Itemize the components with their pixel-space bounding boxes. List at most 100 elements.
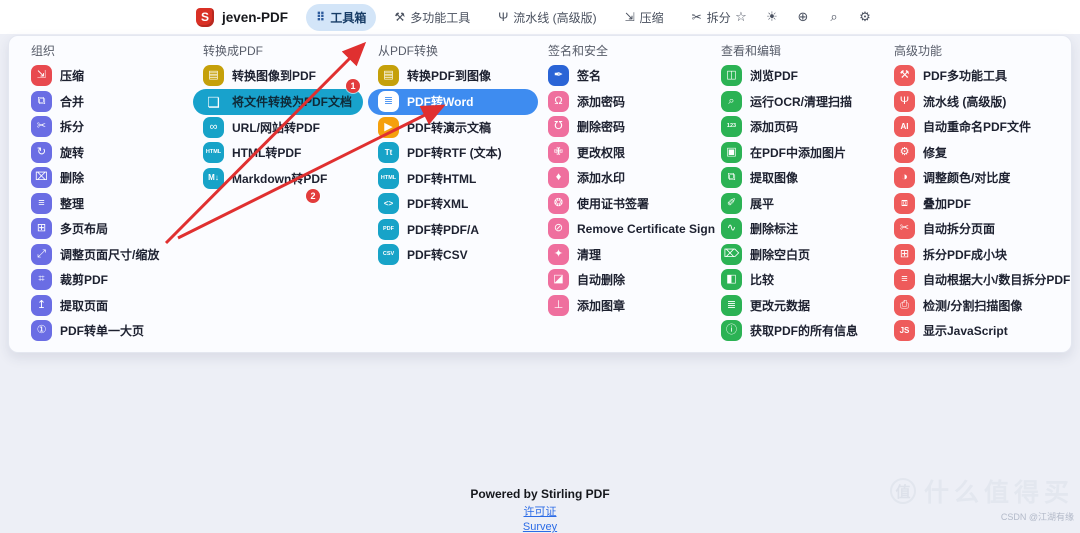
menu-item-url-to-pdf[interactable]: ∞URL/网站转PDF [203,115,363,141]
menu-item-compress[interactable]: ⇲压缩 [31,63,159,89]
tab-toolbox[interactable]: ⠿工具箱 [306,3,377,31]
survey-link[interactable]: Survey [522,521,558,533]
pdf-to-html-icon: HTML [378,167,399,189]
menu-item-remove-annotations[interactable]: ∿删除标注 [721,216,858,242]
split-icon: ✂ [31,116,52,138]
menu-item-label: 旋转 [60,145,85,160]
pipeline-icon: Ψ [498,10,509,24]
sun-icon[interactable]: ☀ [766,9,778,24]
menu-item-crop[interactable]: ⌗裁剪PDF [31,267,159,293]
menu-item-remove-blank-pages[interactable]: ⌦删除空白页 [721,242,858,268]
menu-item-add-image[interactable]: ▣在PDF中添加图片 [721,140,858,166]
annotation-badge-2: 2 [306,189,320,203]
tab-split[interactable]: ✂拆分 [682,4,741,31]
tools-icon: ⚒ [394,10,406,24]
menu-item-overlay-pdfs[interactable]: ⧈叠加PDF [894,191,1070,217]
tab-compress[interactable]: ⇲压缩 [615,4,674,31]
scissors-icon: ✂ [691,10,702,24]
url-to-pdf-icon: ∞ [203,116,224,138]
menu-item-file-to-pdf[interactable]: ❏将文件转换为PDF文档 [193,88,363,115]
menu-item-repair[interactable]: ⚙修复 [894,140,1070,166]
menu-item-add-watermark[interactable]: ♦添加水印 [548,165,715,191]
split-scans-icon: ⎙ [894,294,915,316]
image-to-pdf-icon: ▤ [203,65,224,87]
menu-item-ocr[interactable]: ⌕运行OCR/清理扫描 [721,89,858,115]
globe-icon[interactable]: ⊕ [797,9,809,24]
menu-column-organize: 组织⇲压缩⧉合并✂拆分↻旋转⌧删除≡整理⊞多页布局⤢调整页面尺寸/缩放⌗裁剪PD… [31,42,159,344]
menu-item-label: 添加图章 [577,298,626,313]
menu-item-multi-tool[interactable]: ⚒PDF多功能工具 [894,63,1070,89]
menu-item-sanitize[interactable]: ✦清理 [548,242,715,268]
menu-item-label: 浏览PDF [750,69,799,84]
pdf-to-presentation-icon: ▶ [378,116,399,138]
tab-multi-tool[interactable]: ⚒多功能工具 [384,4,480,31]
watermark-brand: 什么值得买 [923,479,1074,507]
menu-item-label: 删除 [60,171,85,186]
menu-item-organize[interactable]: ≡整理 [31,191,159,217]
menu-item-edit-metadata[interactable]: ≣更改元数据 [721,293,858,319]
menu-item-split-by-size[interactable]: ≡自动根据大小/数目拆分PDF [894,267,1070,293]
scale-pages-icon: ⤢ [31,243,52,265]
menu-item-adjust-colors[interactable]: ◑调整颜色/对比度 [894,165,1070,191]
extract-pages-icon: ↥ [31,294,52,316]
menu-item-cert-sign[interactable]: ❂使用证书签署 [548,191,715,217]
gear-icon[interactable]: ⚙ [859,9,871,24]
license-link[interactable]: 许可证 [523,506,557,518]
menu-item-extract-pages[interactable]: ↥提取页面 [31,293,159,319]
menu-item-split-chunks[interactable]: ⊞拆分PDF成小块 [894,242,1070,268]
menu-item-compare[interactable]: ◧比较 [721,267,858,293]
menu-item-auto-redact[interactable]: ◪自动删除 [548,267,715,293]
menu-item-pdf-to-word[interactable]: ≣PDF转Word [368,88,538,115]
menu-item-label: 转换PDF到图像 [407,69,492,84]
watermark: 值 什么值得买 CSDN @江湖有缘 [889,473,1074,523]
menu-item-scale-pages[interactable]: ⤢调整页面尺寸/缩放 [31,242,159,268]
menu-item-flatten[interactable]: ✐展平 [721,191,858,217]
menu-item-split[interactable]: ✂拆分 [31,114,159,140]
menu-item-view-pdf[interactable]: ◫浏览PDF [721,63,858,89]
menu-item-sign[interactable]: ✒签名 [548,63,715,89]
menu-item-remove-password[interactable]: ℧删除密码 [548,114,715,140]
menu-item-delete[interactable]: ⌧删除 [31,165,159,191]
organize-icon: ≡ [31,192,52,214]
menu-item-merge[interactable]: ⧉合并 [31,89,159,115]
markdown-to-pdf-icon: M↓ [203,167,224,189]
menu-item-remove-cert-sign[interactable]: ⊘Remove Certificate Sign [548,216,715,242]
search-icon[interactable]: ⌕ [830,9,838,24]
menu-item-markdown-to-pdf[interactable]: M↓Markdown转PDF [203,166,363,192]
menu-item-label: 清理 [577,247,602,262]
menu-item-pdf-to-image[interactable]: ▤转换PDF到图像 [378,63,538,89]
menu-item-change-permissions[interactable]: ✙更改权限 [548,140,715,166]
menu-item-pdf-to-presentation[interactable]: ▶PDF转演示文稿 [378,115,538,141]
menu-item-label: 流水线 (高级版) [923,94,1007,109]
menu-item-label: 获取PDF的所有信息 [750,324,859,339]
menu-item-split-scans[interactable]: ⎙检测/分割扫描图像 [894,293,1070,319]
menu-item-pdf-to-xml[interactable]: <>PDF转XML [378,191,538,217]
menu-item-label: 提取图像 [750,171,799,186]
menu-item-multi-page-layout[interactable]: ⊞多页布局 [31,216,159,242]
remove-cert-sign-icon: ⊘ [548,218,569,240]
star-icon[interactable]: ☆ [735,9,747,24]
menu-item-add-stamp[interactable]: ⊥添加图章 [548,293,715,319]
menu-item-image-to-pdf[interactable]: ▤转换图像到PDF [203,63,363,89]
app-logo[interactable]: S [196,7,214,27]
menu-item-extract-images[interactable]: ⧉提取图像 [721,165,858,191]
pdf-to-pdfa-icon: PDF [378,218,399,240]
menu-item-rotate[interactable]: ↻旋转 [31,140,159,166]
menu-item-auto-split-pages[interactable]: ✂自动拆分页面 [894,216,1070,242]
